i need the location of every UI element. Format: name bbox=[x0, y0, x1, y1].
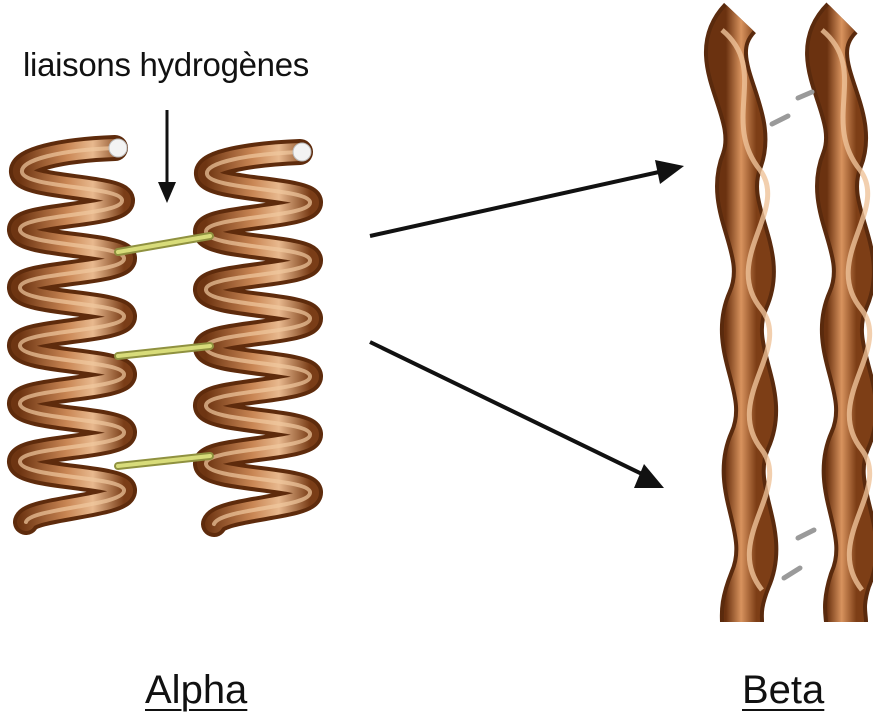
label-pointer-arrow bbox=[158, 110, 176, 203]
hydrogen-bonds-label: liaisons hydrogènes bbox=[23, 46, 309, 84]
beta-strand-left bbox=[722, 18, 800, 622]
alpha-caption: Alpha bbox=[145, 668, 247, 713]
alpha-helix-right bbox=[206, 143, 311, 524]
alpha-helix-left bbox=[20, 139, 127, 522]
beta-caption: Beta bbox=[742, 668, 824, 713]
beta-strand-right bbox=[798, 18, 870, 622]
transition-arrows bbox=[370, 160, 684, 488]
